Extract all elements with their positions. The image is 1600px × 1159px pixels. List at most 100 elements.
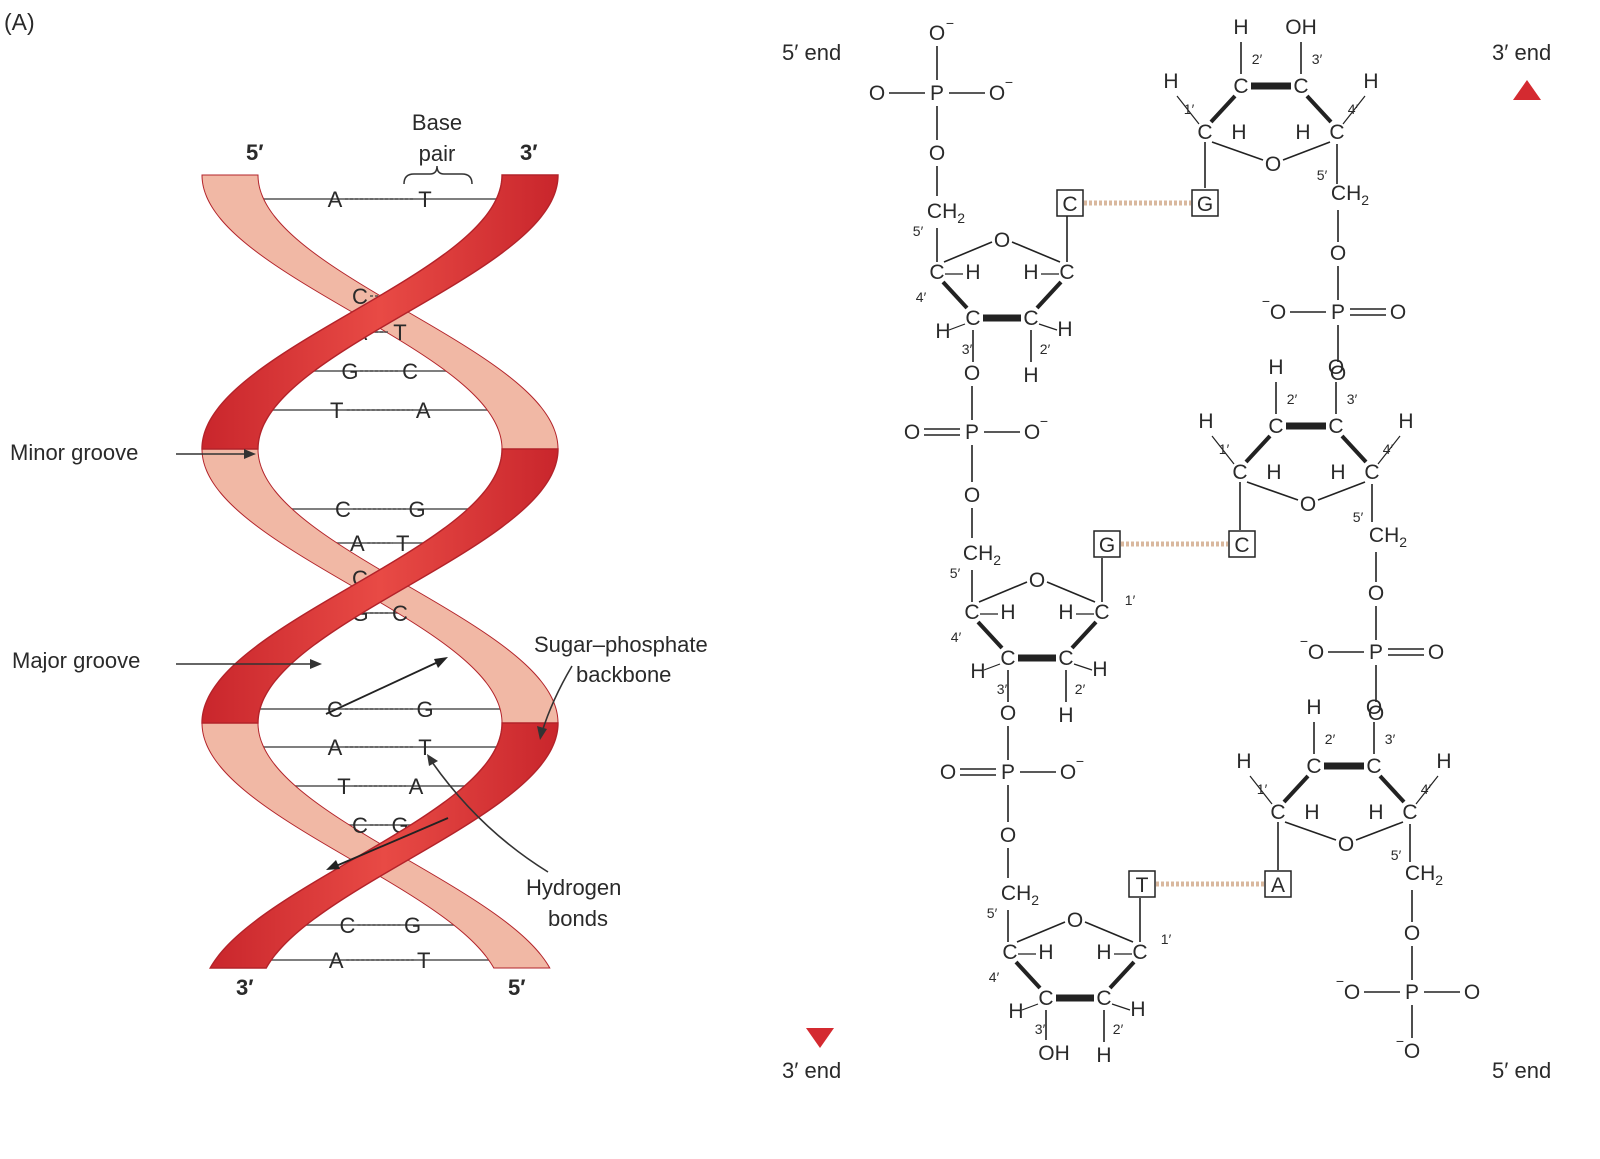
- left-o3-2: O: [1000, 702, 1016, 725]
- right-sugar-3-prime1: 1′: [1257, 781, 1268, 797]
- left-o5-2: O: [964, 484, 980, 507]
- base-pair-left-letter: T: [330, 398, 343, 423]
- left-phosphate-3-p: P: [1001, 761, 1015, 784]
- hbonds-pointer: [431, 761, 549, 873]
- right-bottom-o-minus: −: [1396, 1033, 1404, 1049]
- right-sugar-1-o3: OH: [1285, 16, 1317, 39]
- bond: [1249, 775, 1273, 805]
- right-o5-2: O: [1368, 582, 1384, 605]
- bond: [1342, 95, 1366, 125]
- left-phosphate-3-minus-right: −: [1076, 753, 1084, 769]
- strand-one-front-segment: [201, 448, 559, 724]
- bond: [983, 663, 1001, 671]
- right-prime5-2: 5′: [1353, 509, 1364, 525]
- left-base-2-box: [1093, 530, 1121, 558]
- minor-groove-arrowhead: [244, 449, 256, 459]
- bond: [976, 620, 1004, 650]
- right-sugar-3-ring-o: O: [1338, 833, 1354, 856]
- bond: [1084, 921, 1134, 943]
- base-pair-right-letter: T: [417, 948, 430, 973]
- base-pair-right-letter: A: [416, 398, 431, 423]
- left-sugar-1-c4: C: [929, 261, 944, 284]
- bond: [1340, 434, 1368, 464]
- left-sugar-3-prime2: 2′: [1113, 1021, 1124, 1037]
- left-prime5-2: 5′: [950, 565, 961, 581]
- right-phosphate-3-minus-left: −: [1336, 973, 1344, 989]
- left-phosphate-2-minus-right: −: [1040, 413, 1048, 429]
- left-top-o-minus: −: [946, 15, 954, 31]
- bond: [1378, 774, 1406, 804]
- right-phosphate-3-p: P: [1405, 981, 1419, 1004]
- subscript-2: 2: [1361, 192, 1369, 208]
- left-3prime-oh: OH: [1038, 1042, 1070, 1065]
- right-sugar-1-c4: C: [1329, 121, 1344, 144]
- base-pair-right-letter: G: [404, 913, 421, 938]
- left-sugar-1-prime2: 2′: [1040, 341, 1051, 357]
- bond: [1176, 95, 1200, 125]
- left-ch2-3: CH2: [1001, 882, 1039, 908]
- bond: [1211, 435, 1235, 465]
- left-phosphate-2-o-right: O: [1024, 421, 1040, 444]
- right-sugar-2-h2: H: [1268, 356, 1283, 379]
- right-sugar-1-prime1: 1′: [1184, 101, 1195, 117]
- bond: [1016, 921, 1066, 943]
- right-sugar-2-o3: O: [1328, 356, 1344, 379]
- left-base-1-letter: C: [1062, 193, 1077, 216]
- left-sugar-2-c4: C: [964, 601, 979, 624]
- subscript-2: 2: [1435, 872, 1443, 888]
- right-phosphate-1-p: P: [1331, 301, 1345, 324]
- strand-label-top-left: 5′: [246, 140, 264, 165]
- right-sugar-2-prime4: 4′: [1383, 441, 1394, 457]
- right-sugar-2-ring-o: O: [1300, 493, 1316, 516]
- left-sugar-3-h4: H: [1038, 941, 1053, 964]
- subscript-2: 2: [957, 210, 965, 226]
- left-sugar-1-c2: C: [1023, 307, 1038, 330]
- left-o3-1: O: [964, 362, 980, 385]
- right-sugar-1-c3: C: [1293, 75, 1308, 98]
- right-o5-3: O: [1404, 922, 1420, 945]
- right-sugar-1-prime3: 3′: [1312, 51, 1323, 67]
- right-sugar-3-prime4: 4′: [1421, 781, 1432, 797]
- subscript-2: 2: [993, 552, 1001, 568]
- left-sugar-2-prime1: 1′: [1125, 592, 1136, 608]
- right-phosphate-1-o-left: O: [1270, 301, 1286, 324]
- right-strand-top-end: 3′ end: [1492, 40, 1551, 65]
- bond: [1246, 481, 1299, 501]
- bond: [1111, 1003, 1131, 1011]
- hbonds-label-line2: bonds: [548, 906, 608, 931]
- base-pair-label-line1: Base: [412, 110, 462, 135]
- right-sugar-2-c2: C: [1268, 415, 1283, 438]
- left-sugar-2-c1: C: [1094, 601, 1109, 624]
- bond: [1355, 821, 1404, 841]
- bond: [1108, 960, 1136, 990]
- bond: [1014, 960, 1042, 990]
- right-sugar-1-c2: C: [1233, 75, 1248, 98]
- left-ch2-2: CH2: [963, 542, 1001, 568]
- base-pair-brace: [403, 165, 473, 185]
- right-phosphate-3-o-right: O: [1464, 981, 1480, 1004]
- right-sugar-3-h1b: H: [1304, 801, 1319, 824]
- left-sugar-3-h2a: H: [1130, 998, 1145, 1021]
- left-sugar-2-h3: H: [970, 660, 985, 683]
- bond: [1284, 821, 1337, 841]
- hbonds-label-line1: Hydrogen: [526, 875, 621, 900]
- base-pair-left-letter: G: [341, 359, 358, 384]
- bond: [1211, 141, 1264, 161]
- left-sugar-3-h3: H: [1008, 1000, 1023, 1023]
- left-sugar-1-h3: H: [935, 320, 950, 343]
- right-sugar-2-h4: H: [1330, 461, 1345, 484]
- double-helix: ATCGATGCTACGATCGGCCGATTACGCGAT: [201, 174, 559, 973]
- left-sugar-1-h4: H: [965, 261, 980, 284]
- base-pair-left-letter: C: [352, 813, 368, 838]
- subscript-2: 2: [1031, 892, 1039, 908]
- bond: [941, 280, 969, 310]
- left-o5-1: O: [929, 142, 945, 165]
- right-direction-arrowhead: [1513, 80, 1541, 100]
- major-groove-label: Major groove: [12, 648, 140, 673]
- right-prime5-3: 5′: [1391, 847, 1402, 863]
- right-phosphate-2-o-right: O: [1428, 641, 1444, 664]
- right-phosphate-3-o-left: O: [1344, 981, 1360, 1004]
- bond: [1282, 141, 1331, 161]
- right-base-3-letter: A: [1271, 874, 1285, 897]
